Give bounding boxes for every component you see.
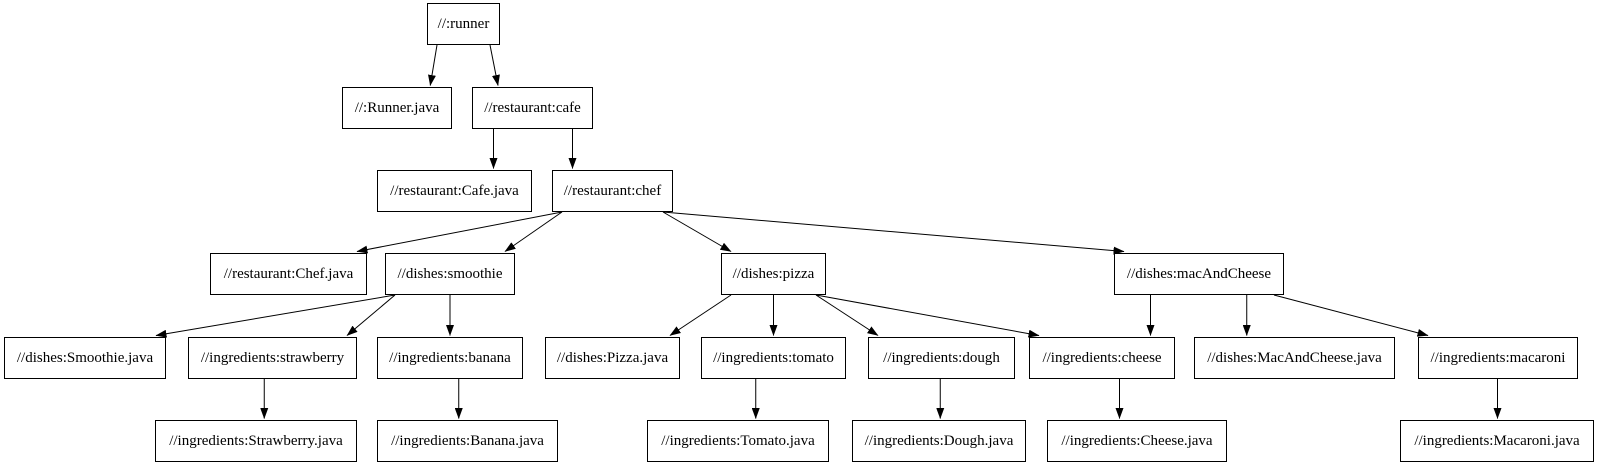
graph-node-dough_java: //ingredients:Dough.java bbox=[852, 420, 1026, 462]
graph-node-label: //ingredients:Tomato.java bbox=[661, 432, 815, 449]
graph-node-label: //ingredients:Strawberry.java bbox=[169, 432, 343, 449]
graph-node-label: //dishes:Smoothie.java bbox=[16, 349, 154, 366]
graph-node-label: //restaurant:chef bbox=[563, 182, 662, 199]
graph-node-dough: //ingredients:dough bbox=[868, 337, 1015, 379]
graph-node-banana: //ingredients:banana bbox=[377, 337, 523, 379]
graph-node-banana_java: //ingredients:Banana.java bbox=[377, 420, 558, 462]
graph-node-cheese: //ingredients:cheese bbox=[1029, 337, 1175, 379]
graph-node-label: //:Runner.java bbox=[354, 99, 440, 116]
graph-node-label: //dishes:smoothie bbox=[397, 265, 503, 282]
graph-node-label: //dishes:macAndCheese bbox=[1126, 265, 1272, 282]
graph-node-mac_and_cheese_java: //dishes:MacAndCheese.java bbox=[1194, 337, 1395, 379]
graph-node-label: //dishes:MacAndCheese.java bbox=[1207, 349, 1382, 366]
graph-node-label: //ingredients:cheese bbox=[1042, 349, 1162, 366]
graph-node-strawberry: //ingredients:strawberry bbox=[188, 337, 357, 379]
graph-node-chef_java: //restaurant:Chef.java bbox=[210, 253, 367, 295]
graph-node-label: //restaurant:Cafe.java bbox=[390, 182, 519, 199]
graph-node-tomato_java: //ingredients:Tomato.java bbox=[647, 420, 829, 462]
graph-node-cheese_java: //ingredients:Cheese.java bbox=[1047, 420, 1227, 462]
graph-node-label: //ingredients:Dough.java bbox=[864, 432, 1014, 449]
graph-node-runner: //:runner bbox=[427, 3, 500, 45]
graph-node-label: //ingredients:tomato bbox=[713, 349, 834, 366]
graph-node-strawberry_java: //ingredients:Strawberry.java bbox=[155, 420, 357, 462]
graph-node-label: //ingredients:Cheese.java bbox=[1061, 432, 1213, 449]
graph-node-label: //ingredients:dough bbox=[883, 349, 1000, 366]
graph-node-chef: //restaurant:chef bbox=[552, 170, 673, 212]
graph-node-label: //dishes:pizza bbox=[732, 265, 815, 282]
graph-node-macaroni_java: //ingredients:Macaroni.java bbox=[1400, 420, 1594, 462]
graph-node-cafe_java: //restaurant:Cafe.java bbox=[377, 170, 532, 212]
graph-node-runner_java: //:Runner.java bbox=[342, 87, 452, 129]
graph-node-smoothie: //dishes:smoothie bbox=[385, 253, 515, 295]
graph-node-pizza_java: //dishes:Pizza.java bbox=[545, 337, 680, 379]
graph-node-smoothie_java: //dishes:Smoothie.java bbox=[4, 337, 166, 379]
graph-node-label: //restaurant:Chef.java bbox=[223, 265, 354, 282]
graph-node-label: //dishes:Pizza.java bbox=[556, 349, 669, 366]
graph-node-tomato: //ingredients:tomato bbox=[701, 337, 846, 379]
graph-node-mac_and_cheese: //dishes:macAndCheese bbox=[1114, 253, 1284, 295]
graph-node-label: //ingredients:Banana.java bbox=[391, 432, 544, 449]
graph-node-macaroni: //ingredients:macaroni bbox=[1418, 337, 1578, 379]
graph-node-pizza: //dishes:pizza bbox=[721, 253, 826, 295]
graph-node-label: //ingredients:Macaroni.java bbox=[1414, 432, 1580, 449]
graph-node-label: //ingredients:macaroni bbox=[1430, 349, 1566, 366]
graph-node-label: //ingredients:banana bbox=[389, 349, 511, 366]
graph-node-label: //restaurant:cafe bbox=[484, 99, 581, 116]
graph-node-label: //ingredients:strawberry bbox=[200, 349, 345, 366]
graph-node-label: //:runner bbox=[437, 15, 490, 32]
graph-node-cafe: //restaurant:cafe bbox=[472, 87, 593, 129]
